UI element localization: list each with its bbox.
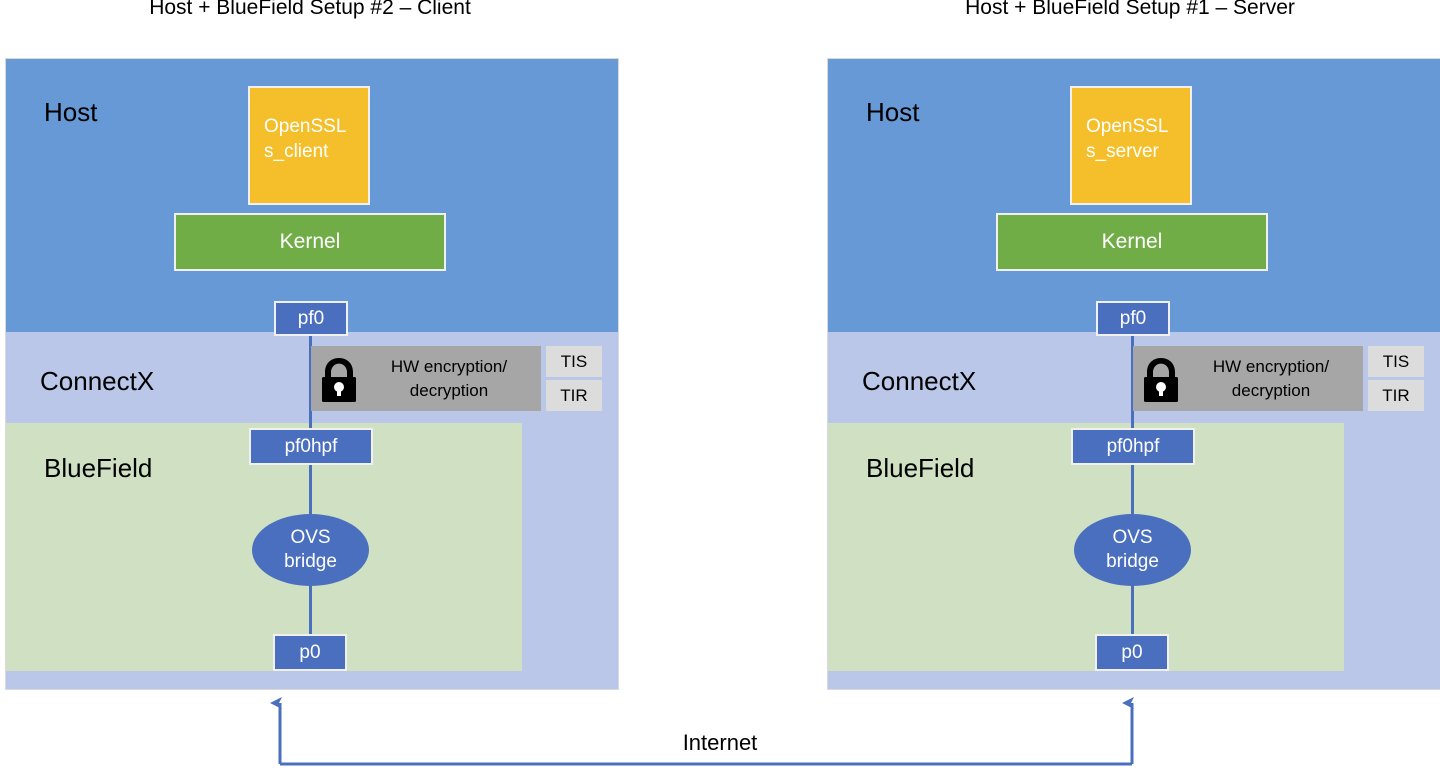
- lock-icon: [1144, 357, 1178, 402]
- setup-panel-server: Host ConnectX BlueField OpenSSL s_server…: [827, 58, 1440, 690]
- lock-icon: [322, 357, 356, 402]
- setup-panel-client: Host ConnectX BlueField OpenSSL s_client…: [5, 58, 619, 690]
- ovs-label-line1: OVS: [290, 527, 331, 548]
- tis-cell-client: TIS: [546, 346, 602, 377]
- zone-label-connectx-server: ConnectX: [862, 366, 977, 396]
- kernel-box-server: Kernel: [996, 213, 1268, 271]
- internet-label: Internet: [682, 730, 758, 755]
- zone-label-bluefield-server: BlueField: [866, 453, 975, 483]
- hw-encryption-line1: HW encryption/: [1212, 356, 1330, 376]
- setup-title-client: Host + BlueField Setup #2 – Client: [149, 0, 471, 19]
- openssl-box-server: OpenSSL s_server: [1070, 86, 1192, 205]
- port-pf0-server: pf0: [1096, 301, 1170, 336]
- setup-title-server: Host + BlueField Setup #1 – Server: [965, 0, 1295, 19]
- connector-pf0-to-pf0hpf-client: [309, 329, 312, 437]
- port-pf0hpf-client: pf0hpf: [249, 428, 373, 465]
- tis-cell-server: TIS: [1368, 346, 1424, 377]
- tis-tir-group-client: TIS TIR: [546, 346, 602, 411]
- port-p0-server: p0: [1095, 634, 1169, 671]
- ovs-bridge-client: OVS bridge: [252, 514, 369, 586]
- hw-encryption-line1: HW encryption/: [390, 356, 508, 376]
- zone-label-host-client: Host: [44, 97, 98, 127]
- hw-encryption-line2: decryption: [1231, 380, 1311, 400]
- port-pf0-client: pf0: [274, 301, 348, 336]
- connector-pf0-to-pf0hpf-server: [1131, 329, 1134, 437]
- ovs-bridge-server: OVS bridge: [1074, 514, 1191, 586]
- openssl-label-line2: s_server: [1086, 141, 1159, 162]
- hw-encryption-box-client: HW encryption/ decryption: [311, 346, 541, 411]
- hw-encryption-label: HW encryption/ decryption: [361, 355, 541, 403]
- connector-pf0hpf-to-ovs-client: [309, 459, 312, 519]
- hw-encryption-line2: decryption: [409, 380, 489, 400]
- zone-label-bluefield-client: BlueField: [44, 453, 153, 483]
- port-pf0hpf-server: pf0hpf: [1071, 428, 1195, 465]
- openssl-label-line1: OpenSSL: [1086, 116, 1169, 137]
- zone-label-connectx-client: ConnectX: [40, 366, 155, 396]
- ovs-label-line2: bridge: [284, 551, 337, 572]
- tis-tir-group-server: TIS TIR: [1368, 346, 1424, 411]
- tir-cell-server: TIR: [1368, 380, 1424, 411]
- hw-encryption-box-server: HW encryption/ decryption: [1133, 346, 1363, 411]
- kernel-box-client: Kernel: [174, 213, 446, 271]
- ovs-label-line2: bridge: [1106, 551, 1159, 572]
- connector-pf0hpf-to-ovs-server: [1131, 459, 1134, 519]
- openssl-label-line2: s_client: [264, 141, 329, 162]
- openssl-label-line1: OpenSSL: [264, 116, 347, 137]
- openssl-box-client: OpenSSL s_client: [248, 86, 370, 205]
- ovs-label-line1: OVS: [1112, 527, 1153, 548]
- port-p0-client: p0: [273, 634, 347, 671]
- tir-cell-client: TIR: [546, 380, 602, 411]
- connector-ovs-to-p0-server: [1131, 579, 1134, 641]
- zone-label-host-server: Host: [866, 97, 920, 127]
- connector-ovs-to-p0-client: [309, 579, 312, 641]
- hw-encryption-label: HW encryption/ decryption: [1183, 355, 1363, 403]
